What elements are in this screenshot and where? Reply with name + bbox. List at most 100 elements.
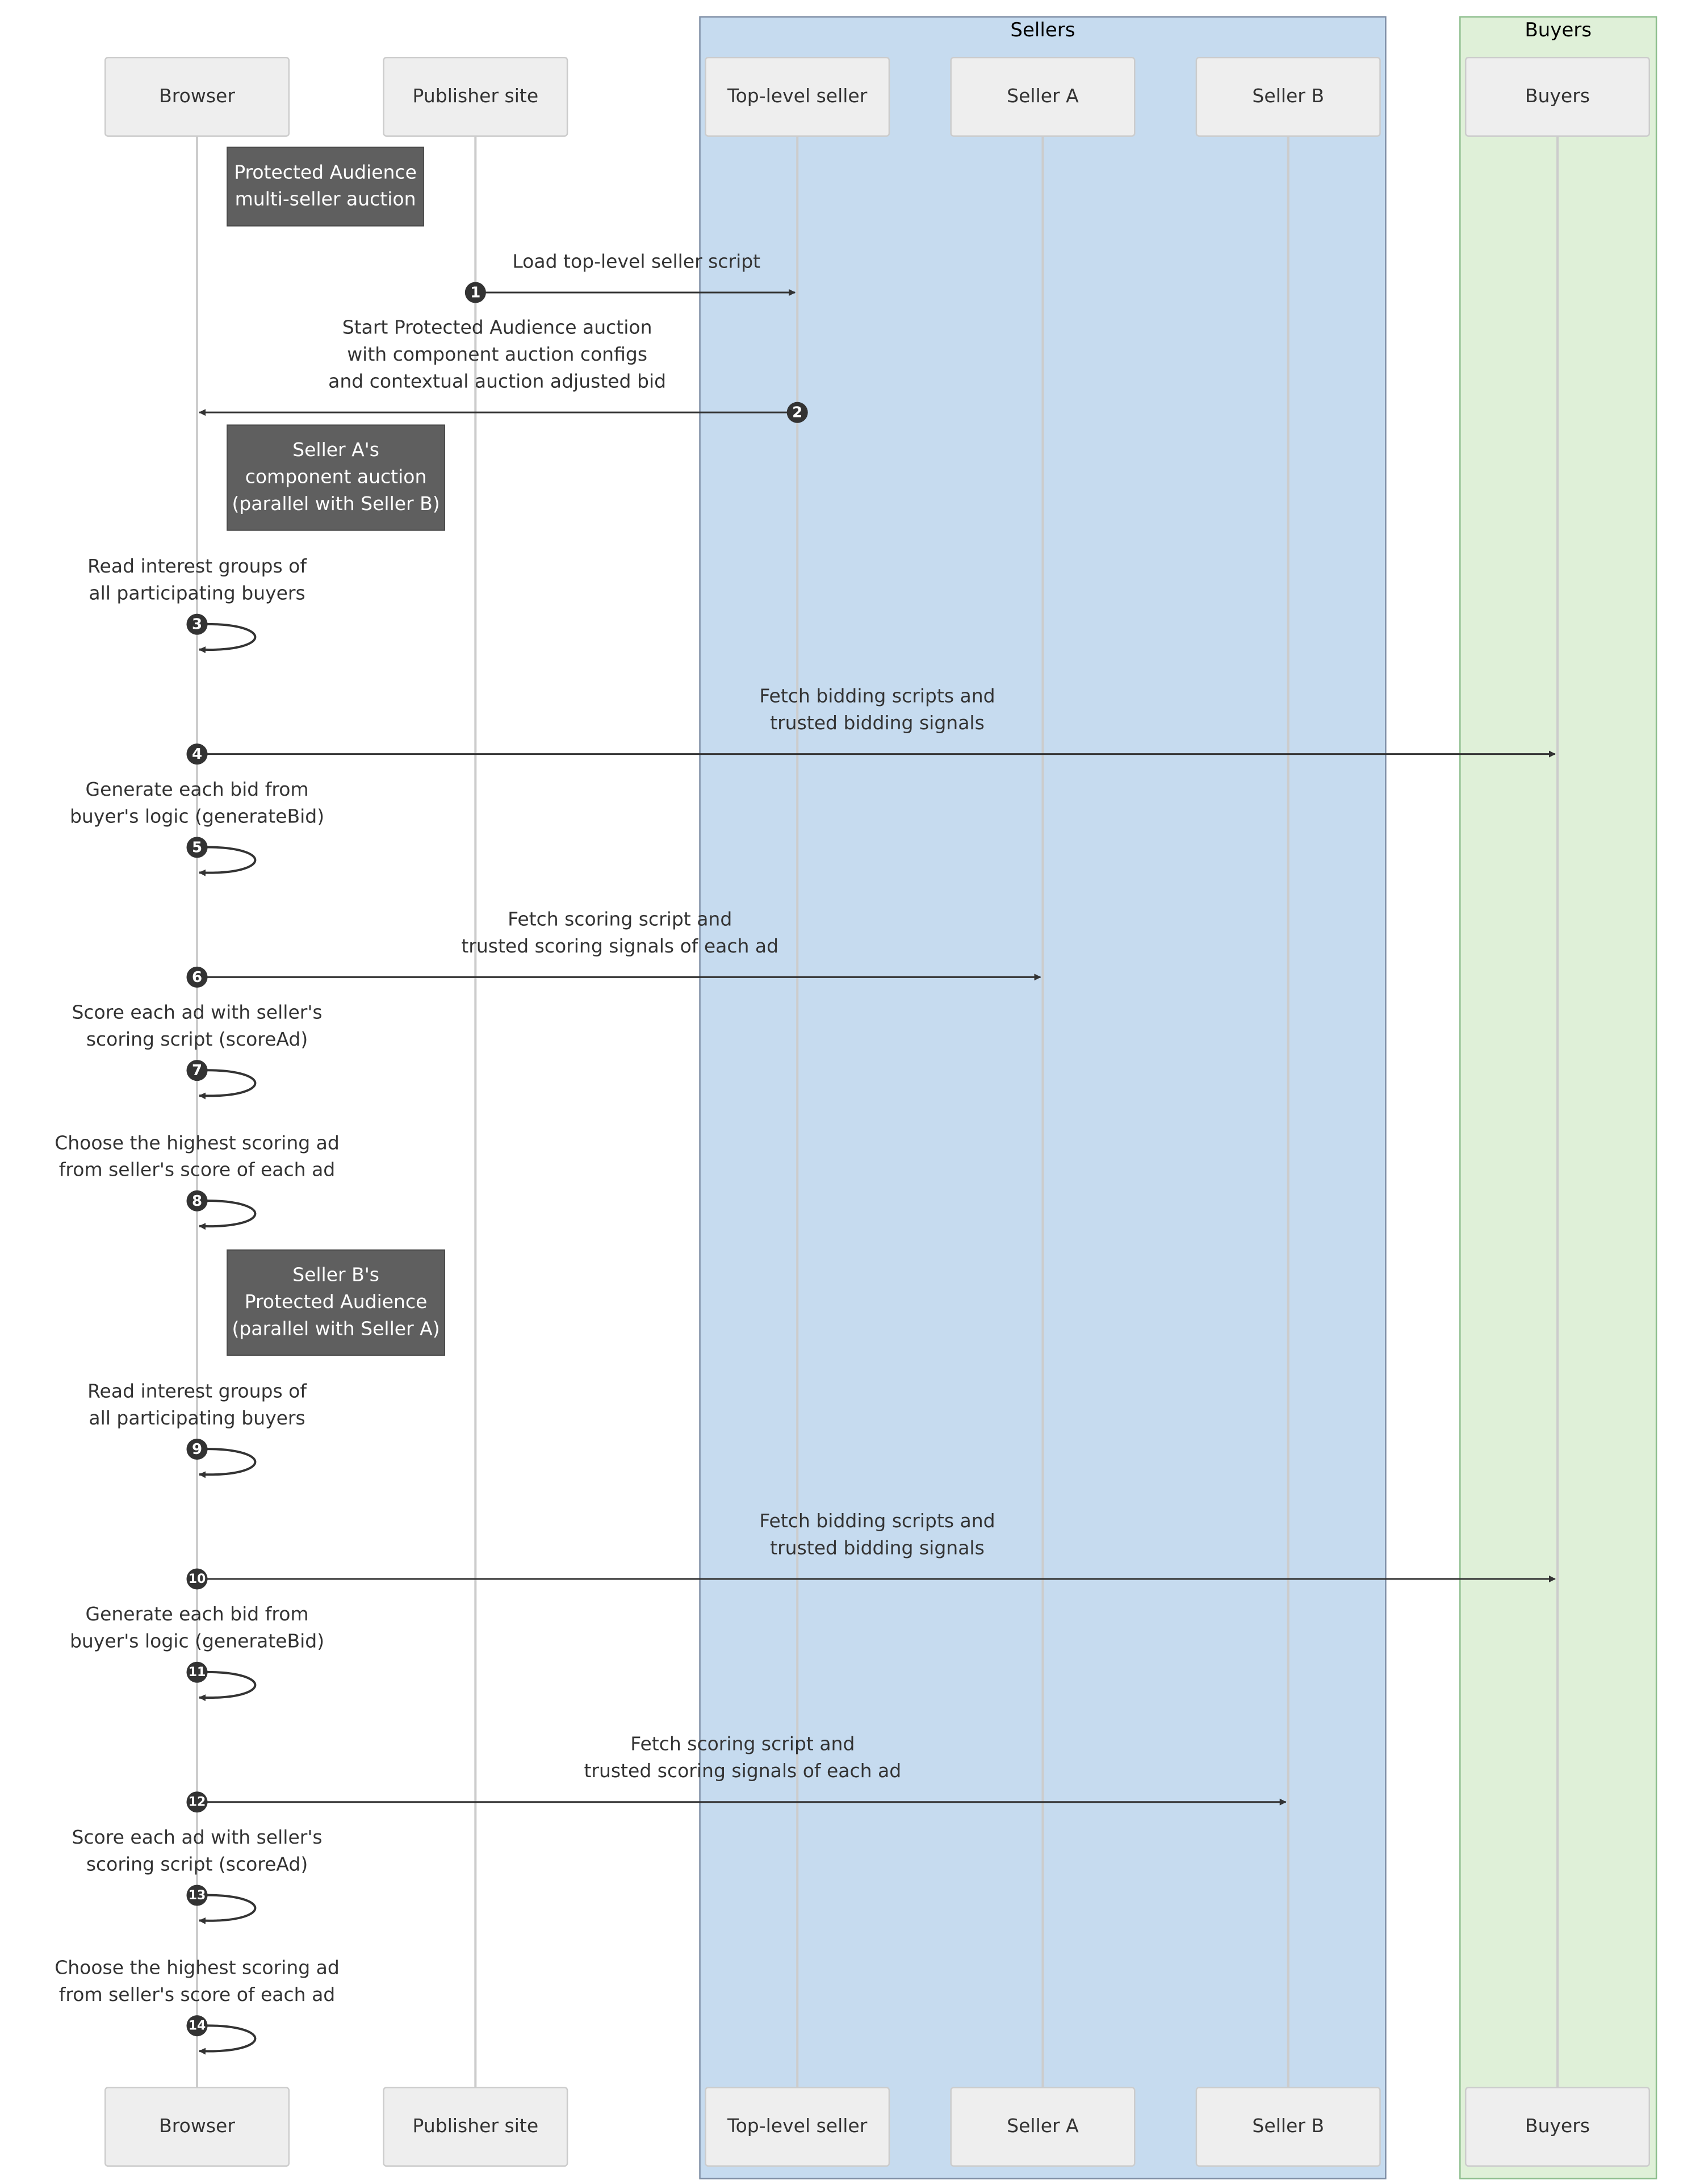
message-label: buyer's logic (generateBid) xyxy=(70,805,324,827)
sequence-number-badge: 14 xyxy=(186,2015,208,2037)
participant-box xyxy=(383,2087,568,2167)
self-message-arrow xyxy=(196,622,257,654)
message-label: trusted scoring signals of each ad xyxy=(584,1760,901,1782)
note-1: Protected Audience multi-seller auction xyxy=(227,147,424,227)
sequence-number: 1 xyxy=(470,284,480,301)
note-text: multi-seller auction xyxy=(235,188,416,210)
sequence-number-badge: 11 xyxy=(186,1661,208,1683)
badge-circle xyxy=(186,1661,208,1683)
participant-label: Seller B xyxy=(1252,2115,1324,2137)
participant-label: Seller A xyxy=(1007,85,1079,107)
message-label: Choose the highest scoring ad xyxy=(55,1131,340,1154)
sequence-number-badge: 13 xyxy=(186,1885,208,1906)
message-label: scoring script (scoreAd) xyxy=(86,1028,308,1050)
badge-circle xyxy=(786,402,808,423)
message-label: scoring script (scoreAd) xyxy=(86,1853,308,1875)
note-text: Seller B's xyxy=(292,1263,379,1285)
sequence-number: 7 xyxy=(192,1062,202,1079)
note-box xyxy=(227,1249,445,1356)
message-5: Generate each bid from buyer's logic (gen… xyxy=(70,778,324,876)
message-label: from seller's score of each ad xyxy=(59,1983,335,2005)
participant-buyers-bottom: Buyers xyxy=(1464,2087,1650,2167)
message-label: trusted scoring signals of each ad xyxy=(461,935,778,957)
note-box xyxy=(227,424,445,531)
message-label: trusted bidding signals xyxy=(770,712,985,734)
sequence-number-badge: 12 xyxy=(186,1791,208,1813)
sequence-number-badge: 9 xyxy=(186,1438,208,1460)
sequence-number-badge: 10 xyxy=(186,1568,208,1590)
sequence-number: 4 xyxy=(192,746,202,763)
self-message-arrow xyxy=(196,1448,257,1478)
participant-toplevel-bottom: Top-level seller xyxy=(705,2087,890,2167)
participant-label: Publisher site xyxy=(413,2115,539,2137)
sequence-number-badge: 8 xyxy=(186,1190,208,1211)
participant-browser-bottom: Browser xyxy=(104,2087,290,2167)
self-message-arrow xyxy=(196,1069,257,1100)
participant-toplevel-top: Top-level seller xyxy=(705,57,890,137)
sequence-number: 11 xyxy=(189,1665,206,1679)
participant-label: Buyers xyxy=(1525,85,1590,107)
sequence-number: 14 xyxy=(189,2019,206,2033)
participant-label: Browser xyxy=(159,85,235,107)
sequence-number: 2 xyxy=(792,404,802,421)
sequence-number: 3 xyxy=(192,616,202,633)
sequence-number: 9 xyxy=(192,1441,202,1458)
note-box xyxy=(227,147,424,227)
participant-browser-top: Browser xyxy=(104,57,290,137)
participant-label: Seller B xyxy=(1252,85,1324,107)
message-label: Read interest groups of xyxy=(87,1380,307,1402)
badge-circle xyxy=(186,1060,208,1081)
participant-box xyxy=(104,57,290,137)
message-label: from seller's score of each ad xyxy=(59,1159,335,1181)
participant-label: Browser xyxy=(159,2115,235,2137)
badge-circle xyxy=(186,1190,208,1211)
message-label: Score each ad with seller's xyxy=(72,1826,322,1848)
message-label: Start Protected Audience auction xyxy=(342,316,652,339)
message-label: Load top-level seller script xyxy=(512,250,760,272)
sequence-number-badge: 7 xyxy=(186,1060,208,1081)
participant-label: Publisher site xyxy=(413,85,539,107)
participant-buyers-top: Buyers xyxy=(1464,57,1650,137)
self-message-arrow xyxy=(196,2024,257,2055)
participant-publisher-top: Publisher site xyxy=(383,57,568,137)
participant-box xyxy=(1195,57,1381,137)
badge-circle xyxy=(464,282,486,303)
sequence-number-badge: 6 xyxy=(186,966,208,988)
sequence-number: 10 xyxy=(189,1572,206,1586)
message-label: all participating buyers xyxy=(89,1407,305,1429)
participant-box xyxy=(950,57,1136,137)
participant-box xyxy=(705,2087,890,2167)
sequence-number-badge: 5 xyxy=(186,837,208,858)
participant-sellerA-top: Seller A xyxy=(950,57,1136,137)
sequence-number-badge: 4 xyxy=(186,743,208,765)
note-text: (parallel with Seller A) xyxy=(232,1317,440,1339)
participant-box xyxy=(383,57,568,137)
message-label: trusted bidding signals xyxy=(770,1536,985,1559)
participant-box xyxy=(705,57,890,137)
note-text: Seller A's xyxy=(292,438,379,461)
message-label: with component auction configs xyxy=(347,343,647,365)
badge-circle xyxy=(186,743,208,765)
buyers-group-label: Buyers xyxy=(1525,19,1592,41)
message-label: Generate each bid from xyxy=(86,778,309,800)
self-message-arrow xyxy=(196,1894,257,1924)
participant-box xyxy=(104,2087,290,2167)
badge-circle xyxy=(186,2015,208,2037)
sequence-number-badge: 1 xyxy=(464,282,486,303)
note-text: Protected Audience xyxy=(234,161,417,183)
badge-circle xyxy=(186,1885,208,1906)
message-2: Start Protected Audience auction with com… xyxy=(199,316,808,423)
sequence-number-badge: 2 xyxy=(786,402,808,423)
participant-label: Top-level seller xyxy=(727,2115,868,2137)
message-label: Read interest groups of xyxy=(87,555,307,577)
